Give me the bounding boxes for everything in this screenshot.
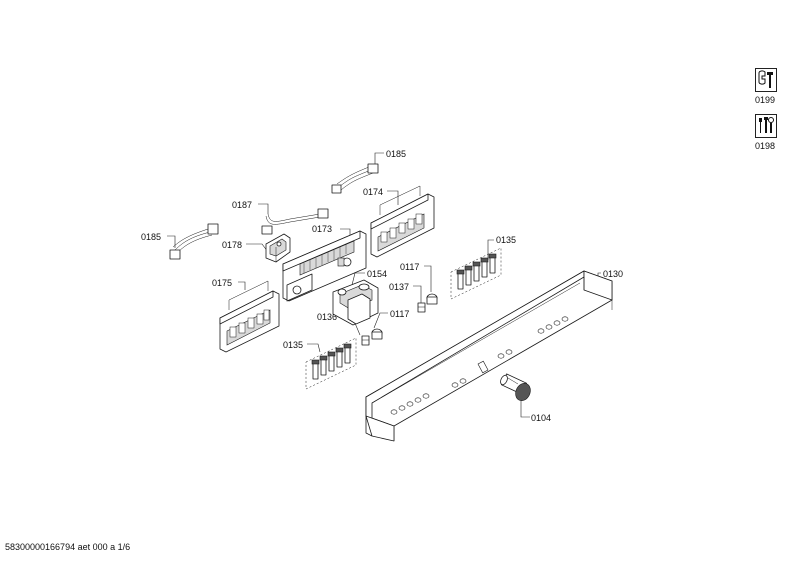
wiring-harness-0185-top[interactable]	[331, 163, 379, 194]
spring-clip-0137[interactable]	[417, 302, 426, 313]
document-id-footer: 58300000166794 aet 000 a 1/6	[5, 542, 131, 552]
callout-0173[interactable]: 0173	[312, 224, 332, 234]
electronic-module-0175[interactable]	[219, 280, 280, 353]
callout-0130[interactable]: 0130	[603, 269, 623, 279]
callout-0178[interactable]: 0178	[222, 240, 242, 250]
knob-housing-0154[interactable]	[332, 279, 379, 326]
display-module-0173[interactable]	[282, 230, 367, 302]
screws-tools-icon-glyph	[759, 117, 774, 133]
push-rod-set-0135-right[interactable]	[450, 247, 502, 300]
wiring-harness-0187[interactable]	[261, 208, 329, 235]
wrench-tool-icon[interactable]	[755, 68, 777, 92]
callout-0154[interactable]: 0154	[367, 269, 387, 279]
callout-labels: 0185 0174 0187 0173 0185 0178 0135 0117 …	[141, 149, 623, 423]
callout-0135-right[interactable]: 0135	[496, 235, 516, 245]
wrench-tool-icon-glyph	[758, 70, 773, 88]
spring-clip-0136[interactable]	[361, 335, 370, 346]
callout-0175[interactable]: 0175	[212, 278, 232, 288]
side-icon-label-0199: 0199	[755, 95, 776, 105]
callout-0117-bottom[interactable]: 0117	[390, 309, 409, 319]
leader-lines	[167, 152, 601, 418]
screws-tools-icon[interactable]	[755, 114, 777, 138]
callout-0185-left[interactable]: 0185	[141, 232, 161, 242]
callout-0137[interactable]: 0137	[389, 282, 409, 292]
callout-0187[interactable]: 0187	[232, 200, 252, 210]
bracket-0178[interactable]	[265, 233, 291, 263]
spring-clip-0117-bottom[interactable]	[371, 328, 383, 340]
side-icon-label-0198: 0198	[755, 141, 776, 151]
callout-0136[interactable]: 0136	[317, 312, 337, 322]
control-panel-fascia-0130[interactable]	[365, 270, 613, 442]
callout-0135-left[interactable]: 0135	[283, 340, 303, 350]
push-rod-set-0135-left[interactable]	[305, 337, 357, 390]
callout-0104[interactable]: 0104	[531, 413, 551, 423]
callout-0185-top[interactable]: 0185	[386, 149, 406, 159]
wiring-harness-0185-left[interactable]	[169, 223, 219, 260]
electronic-module-0174[interactable]	[370, 185, 435, 258]
rotary-knob-0104[interactable]	[499, 373, 533, 403]
spring-clip-0117-top[interactable]	[426, 293, 438, 305]
callout-0174[interactable]: 0174	[363, 187, 383, 197]
callout-0117-top[interactable]: 0117	[400, 262, 419, 272]
